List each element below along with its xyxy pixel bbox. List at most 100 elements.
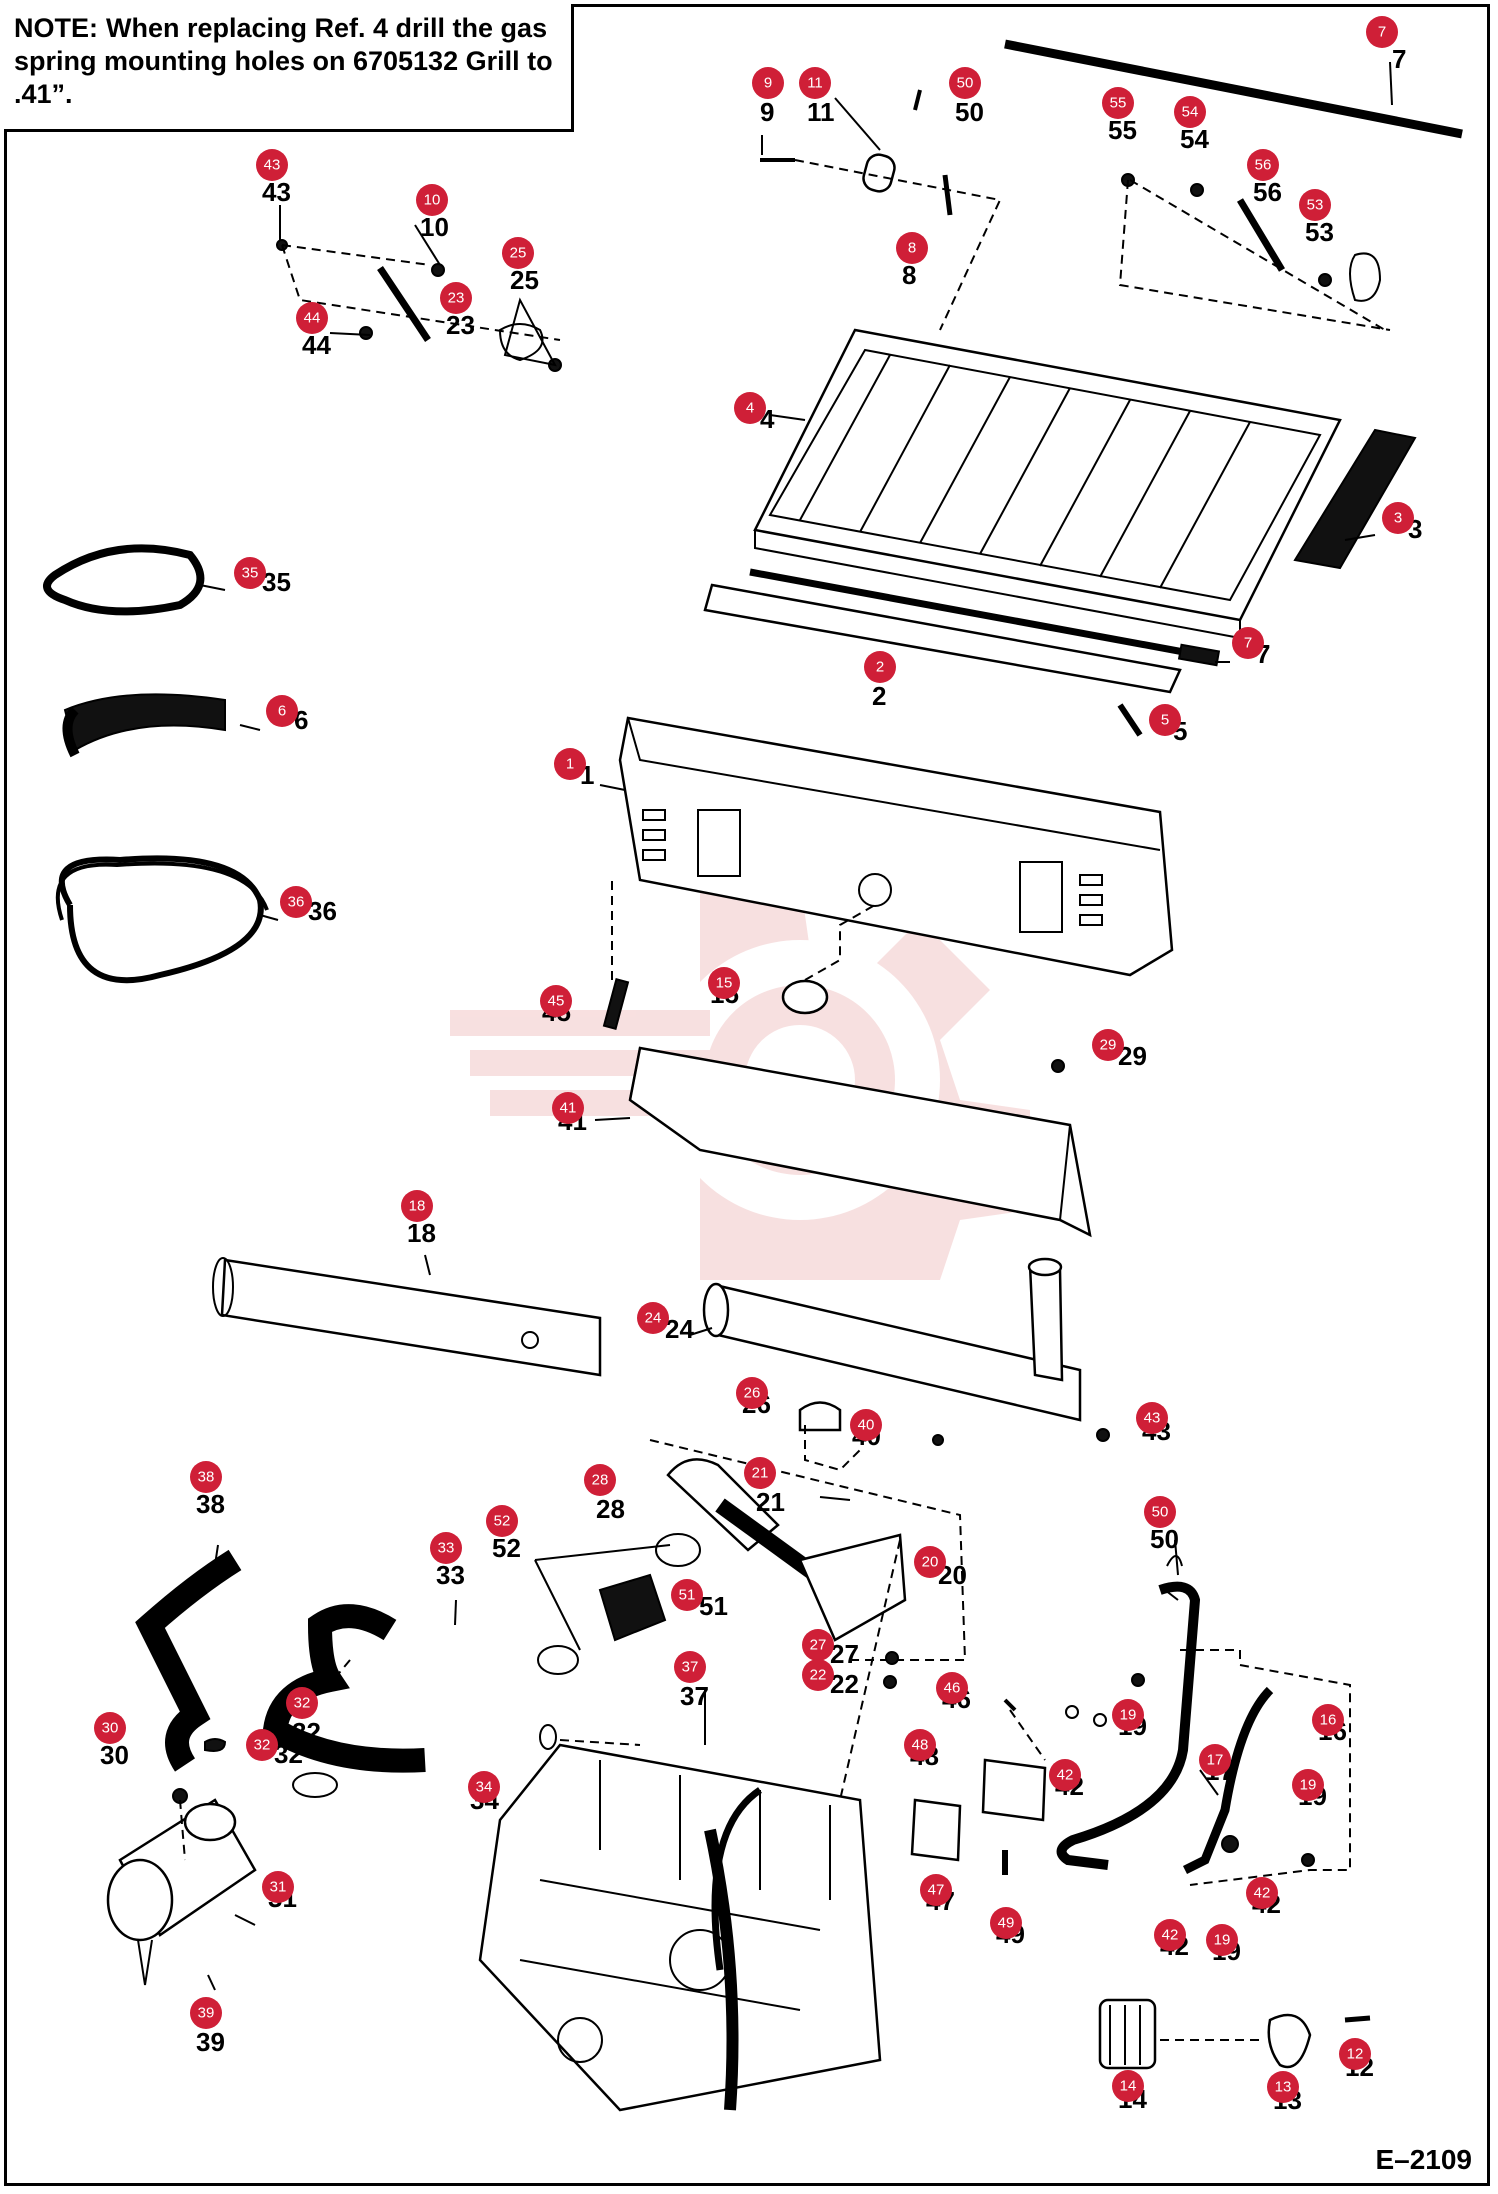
part-thermostat-housing — [910, 1698, 1107, 1875]
callout-badge-number: 1 — [566, 756, 574, 773]
callout-badge — [1199, 1744, 1231, 1776]
callout-badge — [1136, 1402, 1168, 1434]
callout-badge — [94, 1712, 126, 1744]
part-oil-filter — [1098, 1998, 1371, 2070]
callout-badge-number: 19 — [1214, 1932, 1231, 1949]
part-grill-frame — [753, 328, 1342, 640]
part-number-label: 39 — [196, 2027, 225, 2057]
callout-badge — [671, 1579, 703, 1611]
callout-badge-number: 29 — [1100, 1037, 1117, 1054]
callout-badge-number: 5 — [1161, 712, 1169, 729]
part-number-label: 52 — [492, 1533, 521, 1563]
callout-41: 4141 — [552, 1092, 587, 1136]
callout-badge — [440, 282, 472, 314]
callout-19a: 1919 — [1112, 1699, 1147, 1741]
callout-17: 1717 — [1199, 1744, 1234, 1786]
callout-badge — [904, 1729, 936, 1761]
callout-3: 33 — [1382, 502, 1422, 544]
part-number-label: 10 — [420, 212, 449, 242]
callout-badge — [734, 392, 766, 424]
callout-badge — [736, 1377, 768, 1409]
part-number-label: 2 — [872, 681, 886, 711]
callout-badge — [416, 184, 448, 216]
part-number-label: 27 — [830, 1639, 859, 1669]
callout-badge-number: 54 — [1182, 104, 1199, 121]
callout-badge-number: 33 — [438, 1540, 455, 1557]
part-number-label: 50 — [955, 97, 984, 127]
drawing-number: E–2109 — [1375, 2144, 1472, 2175]
callout-7a: 77 — [1366, 16, 1406, 74]
callout-badge-number: 15 — [716, 975, 733, 992]
callout-badge-number: 32 — [294, 1695, 311, 1712]
callout-badge — [920, 1874, 952, 1906]
callout-badge — [401, 1190, 433, 1222]
callout-12: 1212 — [1339, 2038, 1374, 2082]
callout-badge — [1102, 87, 1134, 119]
callout-19c: 1919 — [1206, 1924, 1241, 1966]
part-number-label: 9 — [760, 97, 774, 127]
part-exhaust-elbow — [649, 1439, 967, 1689]
callout-badge — [554, 748, 586, 780]
callout-badge — [584, 1464, 616, 1496]
assembly-lines — [179, 880, 901, 1861]
part-side-shroud — [618, 716, 1174, 977]
part-coolant-tubes — [1056, 1555, 1351, 1886]
callout-badge — [486, 1505, 518, 1537]
part-number-label: 54 — [1180, 124, 1209, 154]
note-text: When replacing Ref. 4 drill the gas spri… — [14, 13, 553, 109]
part-bellows-hose — [534, 1533, 701, 1675]
part-number-label: 30 — [100, 1740, 129, 1770]
part-number-label: 7 — [1392, 44, 1406, 74]
callout-badge — [1049, 1759, 1081, 1791]
callout-31: 3131 — [262, 1871, 297, 1913]
callout-badge-number: 10 — [424, 192, 441, 209]
part-number-label: 32 — [292, 1717, 321, 1747]
callout-badge — [552, 1092, 584, 1124]
part-number-label: 55 — [1108, 115, 1137, 145]
callout-badge — [286, 1687, 318, 1719]
callout-badge-number: 47 — [928, 1882, 945, 1899]
callout-badge-number: 12 — [1347, 2046, 1364, 2063]
callout-badge-number: 52 — [494, 1513, 511, 1530]
callout-badge — [246, 1729, 278, 1761]
callout-badge — [864, 651, 896, 683]
callout-badge — [1154, 1919, 1186, 1951]
callout-badge-number: 42 — [1057, 1767, 1074, 1784]
callout-badge-number: 4 — [746, 400, 754, 417]
callout-48: 4848 — [904, 1729, 939, 1771]
callout-badge-number: 22 — [810, 1667, 827, 1684]
callout-badge-number: 3 — [1394, 510, 1402, 527]
callout-badge — [637, 1302, 669, 1334]
callout-badge-number: 56 — [1255, 157, 1272, 174]
callout-badge — [1174, 96, 1206, 128]
callout-40: 4040 — [850, 1409, 882, 1451]
callout-badge — [990, 1907, 1022, 1939]
callout-badge-number: 50 — [957, 75, 974, 92]
callout-badge-number: 2 — [876, 659, 884, 676]
part-plug-and-clip — [602, 978, 1065, 1073]
callout-13: 1313 — [1267, 2071, 1302, 2115]
callout-badge-number: 48 — [912, 1737, 929, 1754]
callout-badge-number: 25 — [510, 245, 527, 262]
callout-badge — [266, 695, 298, 727]
callout-badge-number: 34 — [476, 1779, 493, 1796]
part-callouts: 7799111150505555545456565353434310108825… — [94, 16, 1422, 2115]
callout-badge-number: 30 — [102, 1720, 119, 1737]
part-number-label: 56 — [1253, 177, 1282, 207]
callout-badge-number: 43 — [1144, 1410, 1161, 1427]
callout-badge-number: 39 — [198, 2005, 215, 2022]
